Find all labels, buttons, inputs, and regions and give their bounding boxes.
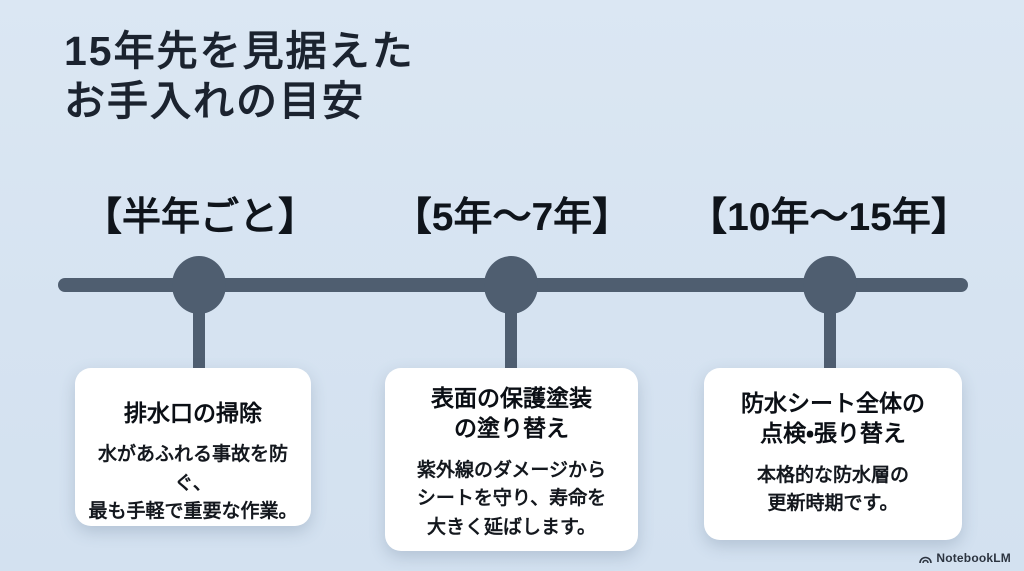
timeline-stem-2 [505, 300, 517, 370]
card-body: 水があふれる事故を防ぐ、 最も手軽で重要な作業。 [88, 444, 298, 523]
timeline-stem-1 [193, 300, 205, 370]
timeline-dot-2 [484, 256, 538, 314]
interval-label-10-15-years: 【10年〜15年】 [688, 196, 970, 239]
notebooklm-watermark: NotebookLM [919, 551, 1011, 565]
interval-label-5-7-years: 【5年〜7年】 [392, 196, 632, 239]
card-title: 表面の保護塗装 の塗り替え [431, 385, 592, 442]
notebooklm-label: NotebookLM [936, 551, 1011, 565]
card-body: 紫外線のダメージから シートを守り、寿命を 大きく延ばします。 [416, 459, 607, 538]
timeline-dot-1 [172, 256, 226, 314]
card-title: 排水口の掃除 [124, 400, 262, 426]
maintenance-card-protective-coating: 表面の保護塗装 の塗り替え 紫外線のダメージから シートを守り、寿命を 大きく延… [385, 368, 638, 551]
maintenance-card-drain-cleaning: 排水口の掃除 水があふれる事故を防ぐ、 最も手軽で重要な作業。 [75, 368, 311, 526]
maintenance-card-waterproof-sheet: 防水シート全体の 点検・張り替え 本格的な防水層の 更新時期です。 [704, 368, 962, 540]
card-body: 本格的な防水層の 更新時期です。 [756, 464, 909, 515]
interval-label-half-year: 【半年ごと】 [82, 196, 318, 239]
notebooklm-logo-icon [919, 553, 933, 564]
page-title: 15年先を見据えた お手入れの目安 [64, 28, 415, 125]
card-title: 防水シート全体の 点検・張り替え [741, 390, 925, 447]
timeline-dot-3 [803, 256, 857, 314]
timeline-stem-3 [824, 300, 836, 370]
